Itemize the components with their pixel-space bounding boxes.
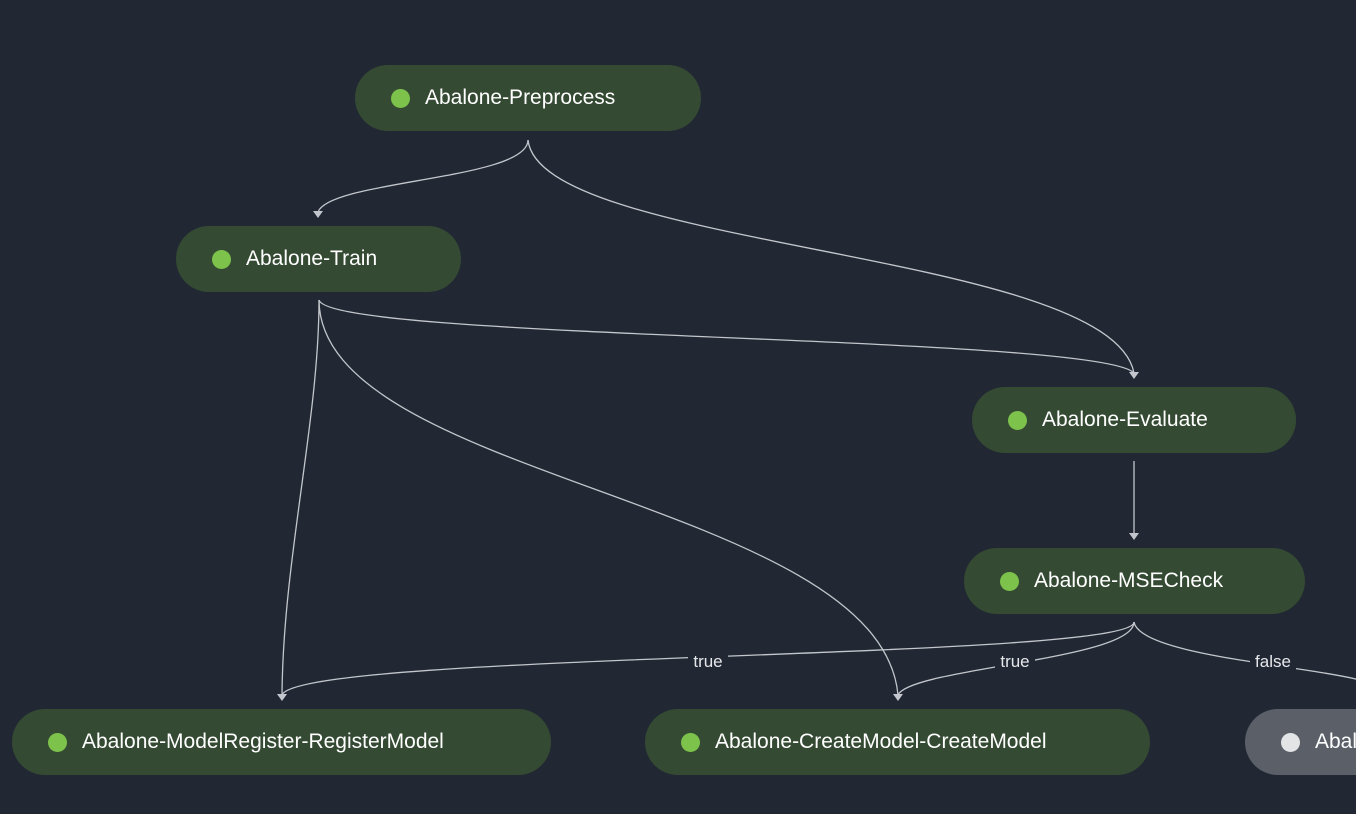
- node-label: Abalone-Preprocess: [425, 86, 616, 109]
- arrow-head-icon: [277, 694, 287, 701]
- status-succeeded-icon: [1008, 410, 1027, 430]
- node-abalone-train[interactable]: Abalone-Train: [176, 226, 461, 292]
- arrow-head-icon: [893, 694, 903, 701]
- edge-preprocess-to-evaluate: [527, 139, 1135, 374]
- node-abalone-msecheck[interactable]: Abalone-MSECheck: [964, 548, 1305, 614]
- edge-label-true-register: true: [693, 652, 722, 671]
- node-abalone-evaluate[interactable]: Abalone-Evaluate: [972, 387, 1296, 453]
- edge-label-false-fail: false: [1255, 652, 1291, 671]
- edge-train-to-evaluate: [318, 299, 1135, 374]
- node-abalone-modelregister-registermodel[interactable]: Abalone-ModelRegister-RegisterModel: [12, 709, 551, 775]
- status-succeeded-icon: [391, 88, 410, 108]
- status-succeeded-icon: [681, 732, 700, 752]
- edge-msecheck-to-fail: [1133, 621, 1356, 680]
- node-label: Abalone-MSECheckFailed: [1315, 730, 1356, 753]
- edge-label-bg: [688, 648, 728, 672]
- node-label: Abalone-Train: [246, 247, 378, 270]
- node-abalone-msecheck-failed[interactable]: Abalone-MSECheckFailed: [1245, 709, 1356, 775]
- edge-preprocess-to-train: [317, 139, 529, 213]
- edge-train-to-register: [281, 299, 320, 696]
- node-label: Abalone-MSECheck: [1034, 569, 1224, 592]
- arrow-head-icon: [1129, 533, 1139, 540]
- arrow-head-icon: [313, 211, 323, 218]
- edge-label-bg: [995, 648, 1035, 672]
- arrow-head-icon: [1129, 372, 1139, 379]
- node-abalone-preprocess[interactable]: Abalone-Preprocess: [355, 65, 701, 131]
- node-label: Abalone-Evaluate: [1042, 408, 1208, 431]
- edge-train-to-createmodel: [318, 299, 899, 696]
- status-not-run-icon: [1281, 732, 1300, 752]
- node-abalone-createmodel-createmodel[interactable]: Abalone-CreateModel-CreateModel: [645, 709, 1150, 775]
- status-succeeded-icon: [212, 249, 231, 269]
- status-succeeded-icon: [48, 732, 67, 752]
- node-label: Abalone-ModelRegister-RegisterModel: [82, 730, 444, 753]
- edge-label-bg: [1250, 648, 1296, 672]
- edge-label-true-createmodel: true: [1000, 652, 1029, 671]
- node-label: Abalone-CreateModel-CreateModel: [715, 730, 1047, 753]
- status-succeeded-icon: [1000, 571, 1019, 591]
